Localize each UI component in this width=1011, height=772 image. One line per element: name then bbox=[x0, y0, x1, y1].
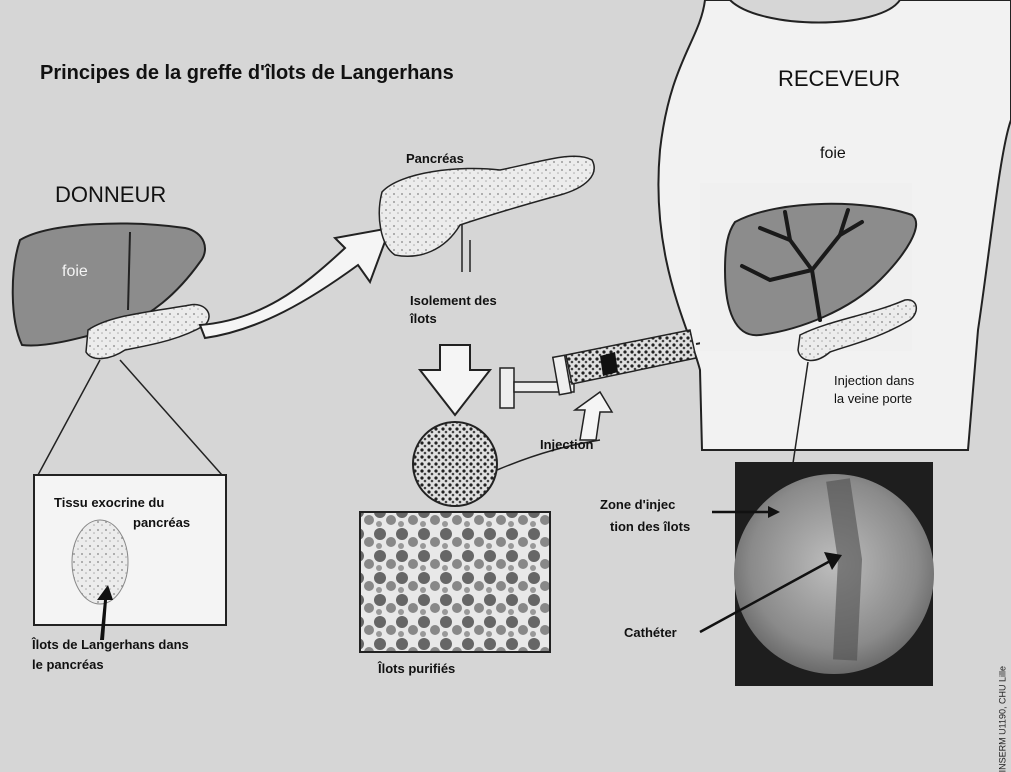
receiver-label: RECEVEUR bbox=[778, 66, 901, 91]
islets-label-line1: Îlots de Langerhans dans bbox=[32, 637, 189, 652]
injection-label: Injection bbox=[540, 437, 594, 452]
portal-injection-line1: Injection dans bbox=[834, 373, 915, 388]
tissue-label-line1: Tissu exocrine du bbox=[54, 495, 165, 510]
portal-vein-tree bbox=[740, 208, 864, 322]
zone-label-line2: tion des îlots bbox=[610, 519, 691, 534]
purified-islets-label: Îlots purifiés bbox=[378, 661, 456, 676]
zone-label-line1: Zone d'injec bbox=[600, 497, 676, 512]
islet-sphere bbox=[412, 421, 498, 507]
xray-pointer bbox=[791, 361, 809, 471]
tissue-zoom-box bbox=[33, 474, 227, 626]
donor-label: DONNEUR bbox=[55, 182, 167, 207]
injection-arrow bbox=[572, 390, 614, 441]
isolation-label-line2: îlots bbox=[410, 311, 437, 326]
portal-injection-line2: la veine porte bbox=[834, 391, 913, 406]
catheter-label: Cathéter bbox=[624, 625, 677, 640]
islet-cluster bbox=[71, 519, 129, 605]
catheter-arrow bbox=[699, 558, 833, 634]
zone-arrowhead bbox=[768, 506, 780, 518]
islet-sphere-connector bbox=[496, 439, 601, 471]
zoom-line-right bbox=[119, 359, 223, 476]
diagram-canvas bbox=[11, 0, 1011, 686]
donor-liver-ligament bbox=[127, 231, 131, 311]
credit-text: INSERM U1190, CHU Lille bbox=[997, 666, 1007, 772]
diagram-title: Principes de la greffe d'îlots de Langer… bbox=[40, 62, 454, 84]
pancreas-label: Pancréas bbox=[406, 151, 464, 166]
islets-label-line2: le pancréas bbox=[32, 657, 104, 672]
catheter-arrowhead bbox=[824, 552, 842, 570]
isolation-label-line1: Isolement des bbox=[410, 293, 497, 308]
zoom-line-left bbox=[37, 359, 101, 476]
arrow-to-pancreas bbox=[198, 226, 392, 340]
tissue-label-line2: pancréas bbox=[133, 515, 191, 530]
receiver-liver-label: foie bbox=[820, 145, 846, 162]
receiver-pancreas bbox=[797, 299, 917, 362]
donor-liver bbox=[11, 222, 206, 347]
purified-islets-image bbox=[359, 511, 551, 653]
isolated-pancreas bbox=[378, 155, 595, 257]
xray-spine bbox=[826, 478, 863, 661]
islet-pointer-arrow bbox=[97, 585, 113, 640]
xray-image bbox=[734, 474, 934, 674]
isolation-arrow bbox=[417, 344, 493, 417]
receiver-liver bbox=[723, 202, 918, 337]
pancreas-duct bbox=[461, 225, 471, 272]
donor-liver-label: foie bbox=[62, 263, 88, 280]
